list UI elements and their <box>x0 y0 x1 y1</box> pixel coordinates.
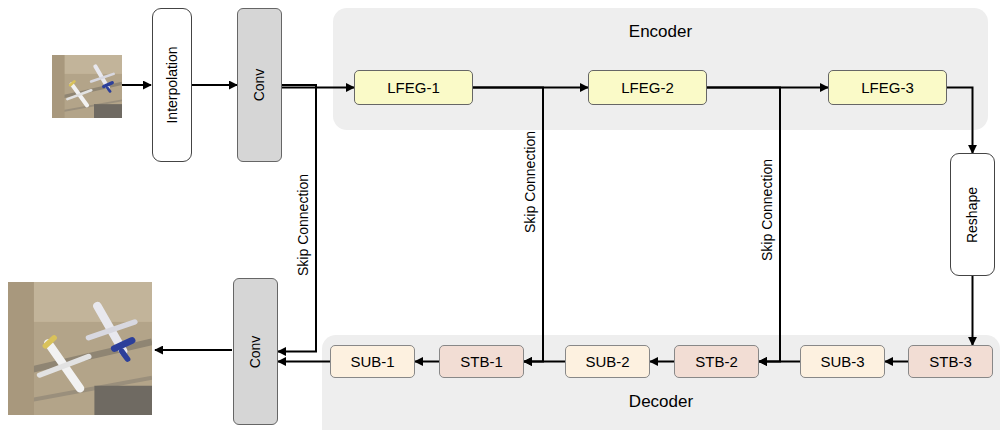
decoder-panel: Decoder SUB-1 STB-1 SUB-2 STB-2 SUB-3 STB-3 <box>322 335 1000 430</box>
block-label: Conv <box>252 69 268 102</box>
lfeg-block: LFEG-2 <box>588 70 707 105</box>
block-label: SUB-3 <box>820 353 864 370</box>
flow-arrow <box>415 361 439 363</box>
flow-arrow <box>278 361 330 363</box>
flow-arrow <box>282 87 354 89</box>
conv-box: Conv <box>237 8 282 162</box>
block-label: LFEG-2 <box>621 79 674 96</box>
output-arrow <box>155 349 232 351</box>
output-image <box>8 282 152 415</box>
conv-box: Conv <box>233 278 278 425</box>
flow-arrow <box>885 361 908 363</box>
input-image <box>52 55 122 118</box>
sub-block: SUB-1 <box>330 345 415 378</box>
flow-arrow <box>650 361 674 363</box>
block-label: STB-3 <box>929 353 972 370</box>
encoder-panel: EncoderLFEG-1 LFEG-2 LFEG-3 <box>333 8 988 130</box>
flow-arrow <box>972 276 974 345</box>
block-label: SUB-2 <box>585 353 629 370</box>
block-label: LFEG-3 <box>861 79 914 96</box>
panel-title: Decoder <box>322 392 1000 412</box>
block-label: Interpolation <box>164 46 180 123</box>
panel-background <box>322 335 1000 430</box>
sub-block: SUB-2 <box>565 345 650 378</box>
stb-block: STB-3 <box>908 345 993 378</box>
reshape-box: Reshape <box>950 153 995 276</box>
block-label: Conv <box>248 335 264 368</box>
edge-label: Skip Connection <box>295 174 311 276</box>
lfeg-block: LFEG-1 <box>354 70 473 105</box>
interpolation-box: Interpolation <box>152 8 192 162</box>
block-label: Reshape <box>965 186 981 242</box>
flow-arrow <box>192 84 237 86</box>
skip-connection <box>278 85 316 352</box>
lfeg-block: LFEG-3 <box>828 70 947 105</box>
input-arrow <box>122 84 151 86</box>
stb-block: STB-2 <box>674 345 759 378</box>
block-label: STB-2 <box>695 353 738 370</box>
panel-title: Encoder <box>333 22 988 42</box>
block-label: STB-1 <box>460 353 503 370</box>
stb-block: STB-1 <box>439 345 524 378</box>
block-label: LFEG-1 <box>387 79 440 96</box>
edge-label: Skip Connection <box>759 159 775 261</box>
block-label: SUB-1 <box>350 353 394 370</box>
sub-block: SUB-3 <box>800 345 885 378</box>
edge-label: Skip Connection <box>522 131 538 233</box>
